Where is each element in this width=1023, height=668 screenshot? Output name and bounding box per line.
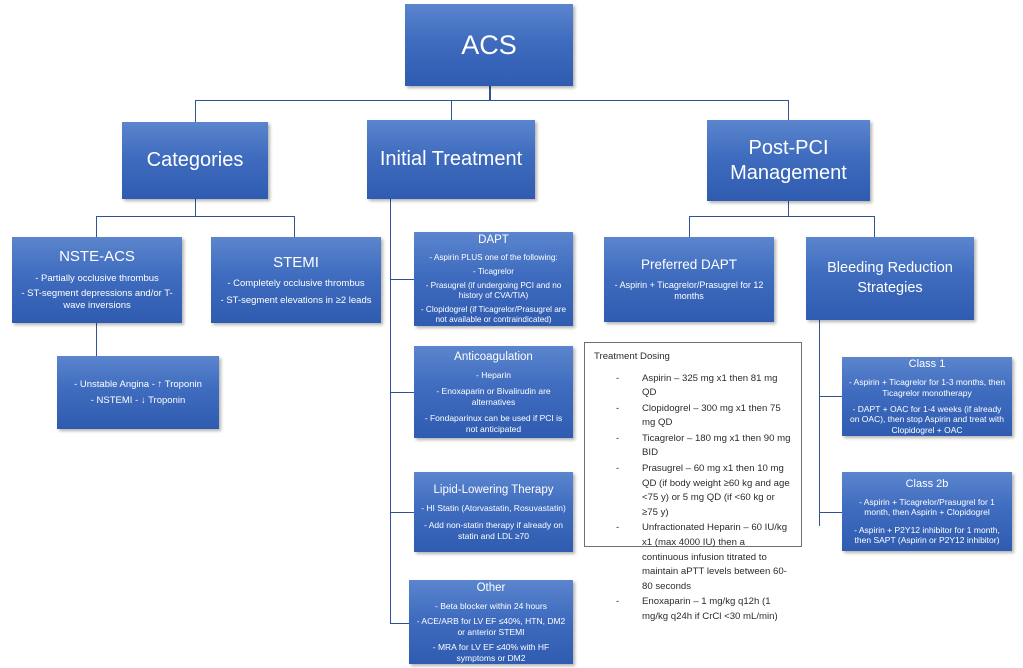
node-bullet: - Clopidogrel (if Ticagrelor/Prasugrel a… [420,305,567,325]
node-title: Class 2b [905,477,949,490]
node-title: Preferred DAPT [640,257,738,273]
node-anticoagulation[interactable]: Anticoagulation - Heparin - Enoxaparin o… [414,346,573,438]
node-bullet: - Fondaparinux can be used if PCI is not… [424,413,563,434]
dosing-item-text: Unfractionated Heparin – 60 IU/kg x1 (ma… [642,522,788,592]
node-bullet: - Aspirin + Ticagrelor for 1-3 months, t… [848,377,1006,398]
connector-categories-bus [96,216,295,217]
node-bullet: - Completely occlusive thrombus [227,278,365,290]
node-title: DAPT [478,234,509,246]
connector-stub-lipid [390,512,414,513]
node-title-line2: Management [730,161,847,184]
node-other[interactable]: Other - Beta blocker within 24 hours - A… [409,580,573,664]
bullet-marker: - [616,522,620,534]
node-title: ACS [461,29,517,60]
connector-stub-dapt [390,279,414,280]
node-bleeding-reduction-strategies[interactable]: Bleeding Reduction Strategies [806,237,974,320]
dosing-list-item: - Aspirin – 325 mg x1 then 81 mg QD [616,372,792,401]
connector-drop-categories [195,100,196,122]
node-title: Other [476,582,506,595]
node-bullet: - Aspirin + Ticagrelor/Prasugrel for 1 m… [859,496,995,518]
bullet-marker: - [616,463,620,475]
dosing-list-item: - Enoxaparin – 1 mg/kg q12h (1 mg/kg q24… [616,595,792,624]
dosing-card-heading: Treatment Dosing [594,351,670,362]
node-bullet: - MRA for LV EF ≤40% with HF symptoms or… [432,642,550,663]
node-categories[interactable]: Categories [122,122,268,199]
connector-drop-initial-treatment [451,100,452,122]
bullet-marker: - [616,402,620,414]
dosing-item-text: Enoxaparin – 1 mg/kg q12h (1 mg/kg q24h … [642,596,778,622]
node-bullet: - NSTEMI - ↓ Troponin [90,394,186,406]
node-bullet: - ST-segment depressions and/or T-wave i… [21,288,173,311]
dosing-list: - Aspirin – 325 mg x1 then 81 mg QD - Cl… [594,372,792,625]
connector-stub-class2b [819,512,842,513]
node-bullet: - Aspirin + P2Y12 inhibitor for 1 month,… [854,524,1000,546]
node-title: Categories [146,149,244,172]
node-bullet: - HI Statin (Atorvastatin, Rosuvastatin) [421,502,566,513]
node-bullet: - Enoxaparin or Bivalirudin are alternat… [436,386,551,407]
connector-categories-stem [195,199,196,216]
node-title-line1: Post-PCI [748,137,829,160]
bullet-marker: - [616,372,620,384]
node-title: STEMI [273,253,319,271]
node-dapt[interactable]: DAPT - Aspirin PLUS one of the following… [414,232,573,326]
bullet-marker: - [616,596,620,608]
node-acs-root[interactable]: ACS [405,4,573,86]
node-class-2b[interactable]: Class 2b - Aspirin + Ticagrelor/Prasugre… [842,472,1012,551]
connector-main-bus [195,100,789,101]
connector-postpci-bus [689,216,874,217]
node-bullet: - Beta blocker within 24 hours [435,601,547,612]
node-bullet: - Aspirin PLUS one of the following: [429,253,558,263]
node-title: NSTE-ACS [59,248,135,266]
node-bullet: - DAPT + OAC for 1-4 weeks (if already o… [849,404,1005,435]
node-title: Anticoagulation [454,351,533,364]
connector-stub-anticoagulation [390,392,414,393]
dosing-list-item: - Prasugrel – 60 mg x1 then 10 mg QD (if… [616,462,792,520]
node-bullet: - Prasugrel (if undergoing PCI and no hi… [425,281,562,301]
connector-bleeding-spine [819,320,820,526]
connector-stub-class1 [819,396,842,397]
node-troponin-detail[interactable]: - Unstable Angina - ↑ Troponin - NSTEMI … [57,356,219,429]
connector-drop-preferred-dapt [689,216,690,237]
connector-drop-bleeding [874,216,875,237]
dosing-list-item: - Unfractionated Heparin – 60 IU/kg x1 (… [616,521,792,594]
node-stemi[interactable]: STEMI - Completely occlusive thrombus - … [211,237,381,323]
dosing-list-item: - Clopidogrel – 300 mg x1 then 75 mg QD [616,402,792,431]
node-bullet: - Ticagrelor [473,267,514,277]
dosing-item-text: Prasugrel – 60 mg x1 then 10 mg QD (if b… [642,463,790,518]
node-title-line1: Bleeding Reduction [827,259,953,276]
node-class-1[interactable]: Class 1 - Aspirin + Ticagrelor for 1-3 m… [842,357,1012,436]
node-bullet: - Unstable Angina - ↑ Troponin [74,378,202,390]
node-bullet: - ST-segment elevations in ≥2 leads [220,294,372,306]
dosing-list-item: - Ticagrelor – 180 mg x1 then 90 mg BID [616,432,792,461]
connector-stub-other [390,623,414,624]
node-bullet: - Add non-statin therapy if already on s… [424,520,563,541]
node-bullet: - Aspirin + Ticagrelor/Prasugrel for 12 … [614,279,764,301]
dosing-item-text: Aspirin – 325 mg x1 then 81 mg QD [642,372,778,399]
treatment-dosing-card: Treatment Dosing - Aspirin – 325 mg x1 t… [584,342,802,622]
node-initial-treatment[interactable]: Initial Treatment [367,120,535,199]
node-lipid-lowering-therapy[interactable]: Lipid-Lowering Therapy - HI Statin (Ator… [414,472,573,552]
node-preferred-dapt[interactable]: Preferred DAPT - Aspirin + Ticagrelor/Pr… [604,237,774,322]
dosing-item-text: Clopidogrel – 300 mg x1 then 75 mg QD [642,402,781,429]
node-title: Lipid-Lowering Therapy [433,483,554,496]
dosing-item-text: Ticagrelor – 180 mg x1 then 90 mg BID [642,432,791,459]
connector-drop-stemi [294,216,295,237]
connector-root-stem [489,85,491,101]
connector-initial-spine [390,199,391,624]
node-post-pci-management[interactable]: Post-PCI Management [707,120,870,201]
node-bullet: - Partially occlusive thrombus [35,272,159,284]
node-title-line2: Strategies [857,279,923,296]
connector-drop-nste-acs [96,216,97,237]
node-bullet: - ACE/ARB for LV EF ≤40%, HTN, DM2 or an… [416,616,566,637]
bullet-marker: - [616,432,620,444]
node-title: Initial Treatment [379,148,523,171]
node-bullet: - Heparin [476,370,511,381]
connector-drop-post-pci [788,100,789,122]
node-title: Class 1 [908,357,946,370]
connector-postpci-stem [788,201,789,216]
node-nste-acs[interactable]: NSTE-ACS - Partially occlusive thrombus … [12,237,182,323]
